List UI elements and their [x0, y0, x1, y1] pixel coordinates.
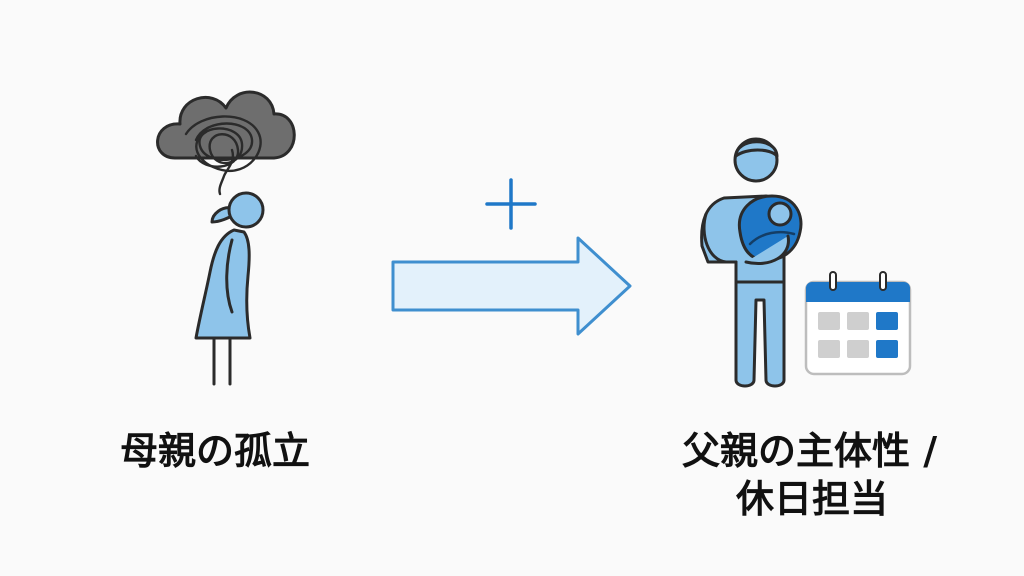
storm-cloud-icon: [156, 90, 296, 160]
plus-icon: [485, 178, 537, 230]
father-role-caption-line1: 父親の主体性 /: [682, 429, 938, 473]
baby-icon: [737, 194, 803, 265]
right-arrow-icon: [391, 236, 632, 336]
mother-figure-icon: [194, 191, 265, 386]
mother-isolation-caption: 母親の孤立: [120, 429, 311, 473]
tangled-thoughts-icon: [184, 115, 262, 196]
father-role-caption: 父親の主体性 / 休日担当: [682, 428, 937, 523]
father-role-caption-line2: 休日担当: [736, 476, 889, 521]
calendar-icon: [804, 271, 912, 376]
